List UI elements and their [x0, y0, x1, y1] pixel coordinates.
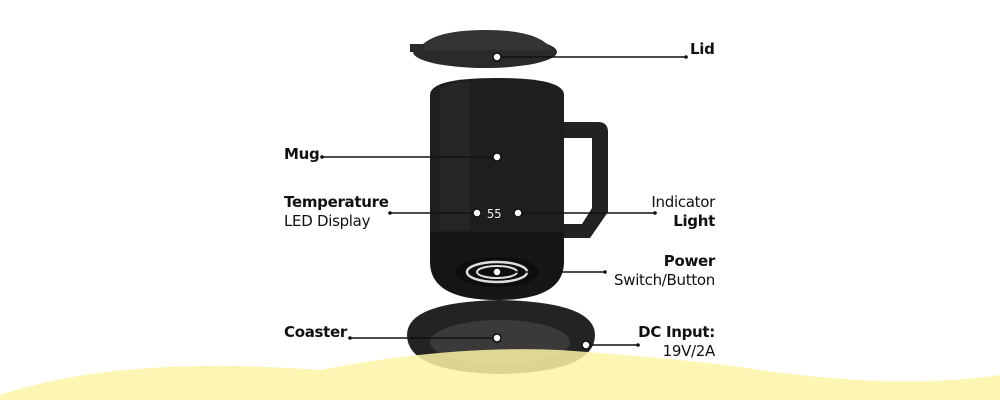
label-indicator: Indicator Light [651, 193, 715, 231]
label-power-subtitle: Switch/Button [614, 271, 715, 289]
led-display-digits: 55 [487, 207, 501, 221]
label-coaster: Coaster [284, 323, 348, 341]
lid-top [418, 30, 552, 50]
label-dc-input-title: DC Input: [638, 323, 715, 341]
label-power: Power Switch/Button [614, 252, 715, 290]
label-temperature-subtitle: LED Display [284, 212, 371, 230]
label-power-title: Power [663, 252, 716, 270]
label-temperature-title: Temperature [284, 193, 389, 211]
lid-tab [410, 44, 424, 52]
label-temperature: Temperature LED Display [284, 193, 389, 231]
label-indicator-title: Indicator [651, 193, 715, 211]
label-mug: Mug [284, 145, 320, 163]
leader-lines [322, 52, 686, 350]
label-indicator-subtitle: Light [673, 212, 715, 230]
label-lid: Lid [690, 40, 715, 58]
label-dc-input: DC Input: 19V/2A [638, 323, 715, 361]
mug-handle [555, 122, 608, 238]
yellow-wave [0, 349, 1000, 400]
label-dc-input-subtitle: 19V/2A [662, 342, 716, 360]
